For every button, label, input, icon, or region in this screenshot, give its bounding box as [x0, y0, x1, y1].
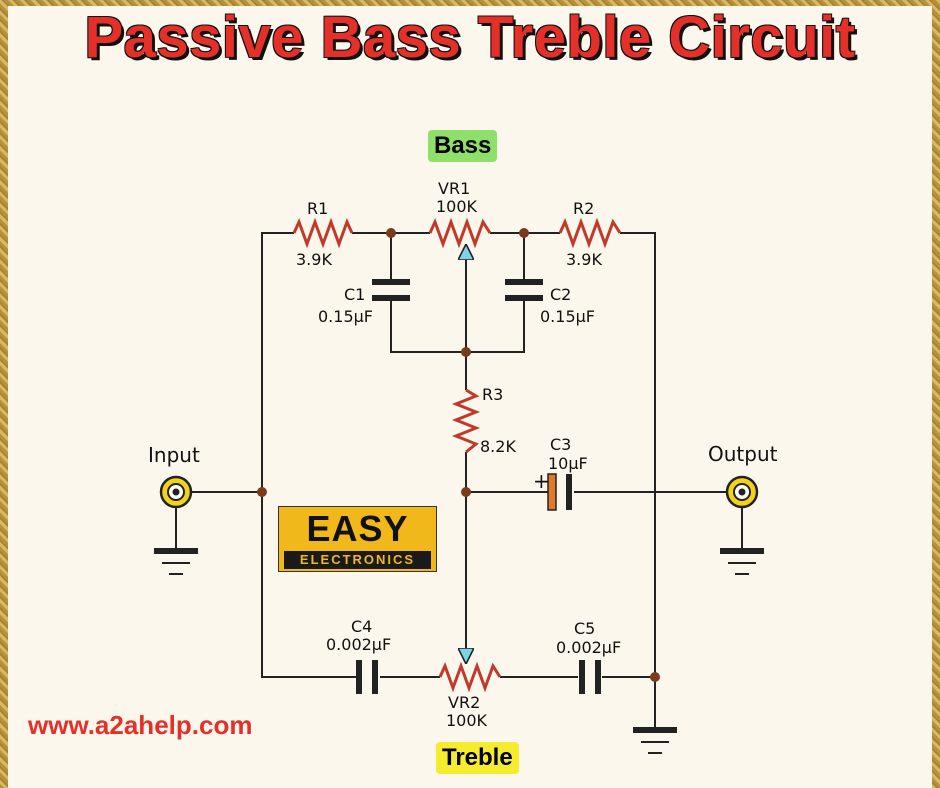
vr2-value: 100K: [446, 711, 488, 730]
r1-value: 3.9K: [296, 250, 332, 269]
c5-name: C5: [574, 619, 595, 638]
junction-nodes: [257, 228, 660, 682]
wires: [175, 232, 743, 730]
c1-value: 0.15µF: [318, 307, 373, 326]
c2-value: 0.15µF: [540, 307, 595, 326]
r2-value: 3.9K: [566, 250, 602, 269]
logo-line1: EASY: [306, 508, 409, 549]
r3-value: 8.2K: [480, 437, 516, 456]
r1-name: R1: [307, 199, 328, 218]
c5-value: 0.002µF: [556, 638, 621, 657]
website-url: www.a2ahelp.com: [28, 710, 253, 740]
output-ground: [720, 548, 764, 575]
c1-name: C1: [344, 285, 365, 304]
c3-value: 10µF: [548, 454, 588, 473]
output-label: Output: [708, 442, 778, 466]
potentiometer-vr2: [438, 661, 502, 693]
logo-line2: ELECTRONICS: [284, 551, 431, 569]
capacitor-c4: [356, 660, 378, 694]
bass-label: Bass: [428, 130, 498, 162]
c4-name: C4: [351, 617, 372, 636]
input-label: Input: [148, 443, 200, 467]
capacitor-c3: [547, 473, 572, 511]
c4-value: 0.002µF: [326, 635, 391, 654]
potentiometer-vr1: [428, 217, 492, 249]
vr2-name: VR2: [448, 693, 480, 712]
capacitor-c5: [579, 660, 601, 694]
output-jack: [725, 475, 759, 509]
vr1-value: 100K: [436, 197, 478, 216]
input-jack: [159, 475, 193, 509]
treble-label: Treble: [436, 742, 519, 774]
r2-name: R2: [573, 199, 594, 218]
c3-name: C3: [550, 435, 571, 454]
vr1-name: VR1: [438, 179, 470, 198]
resistor-r3: [451, 388, 481, 454]
capacitor-c2: [505, 279, 543, 301]
input-ground: [154, 548, 198, 575]
c2-name: C2: [550, 285, 571, 304]
resistor-r2: [558, 217, 622, 249]
r3-name: R3: [482, 385, 503, 404]
resistor-r1: [292, 217, 354, 249]
capacitor-c1: [372, 279, 410, 301]
c3-polarity: +: [533, 469, 550, 493]
page-title: Passive Bass Treble Circuit: [84, 5, 856, 70]
treble-ground: [633, 727, 677, 754]
easy-electronics-logo: EASY ELECTRONICS: [278, 506, 437, 572]
